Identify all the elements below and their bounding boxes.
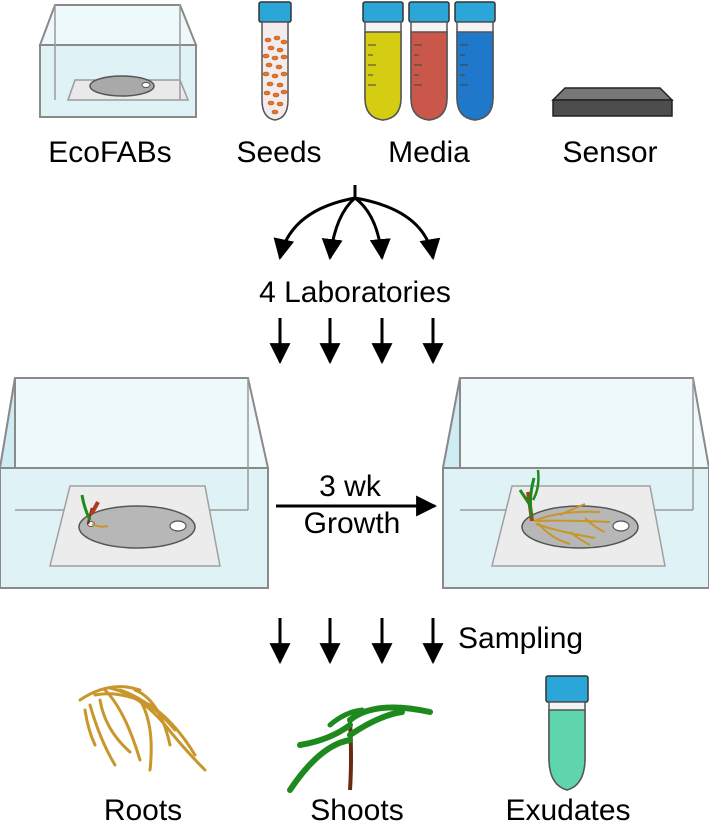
sensor-label: Sensor xyxy=(562,136,657,169)
media-tube-red-icon xyxy=(408,1,450,121)
seedling-grown xyxy=(518,469,540,522)
seedling-young xyxy=(80,494,109,528)
tube-graduation-marks xyxy=(368,44,468,86)
laboratories-label: 4 Laboratories xyxy=(259,276,451,309)
growth-label: Growth xyxy=(304,507,401,540)
seeds-label: Seeds xyxy=(236,136,321,169)
growth-duration-label: 3 wk xyxy=(319,470,382,503)
ecofab-chamber-start xyxy=(0,377,270,589)
sensor-icon xyxy=(551,87,674,117)
sampling-label: Sampling xyxy=(458,622,583,655)
ecofabs-label: EcoFABs xyxy=(48,136,171,169)
exudates-tube-icon xyxy=(545,675,589,791)
shoots-label: Shoots xyxy=(310,794,403,825)
distribution-arrows xyxy=(273,185,441,261)
ecofab-chamber-icon xyxy=(38,4,198,118)
roots-label: Roots xyxy=(104,794,182,825)
exudates-label: Exudates xyxy=(505,794,630,825)
seed-grains xyxy=(262,35,288,115)
roots-icon xyxy=(78,685,207,772)
sampling-arrows xyxy=(269,618,444,665)
media-tube-blue-icon xyxy=(454,1,496,121)
seeds-tube-icon xyxy=(258,1,292,121)
roots-in-chamber xyxy=(533,503,611,546)
media-tube-yellow-icon xyxy=(362,1,404,121)
shoots-icon xyxy=(287,704,433,793)
ecofab-chamber-grown xyxy=(441,377,709,589)
media-label: Media xyxy=(388,136,470,169)
lab-arrows xyxy=(269,318,444,365)
